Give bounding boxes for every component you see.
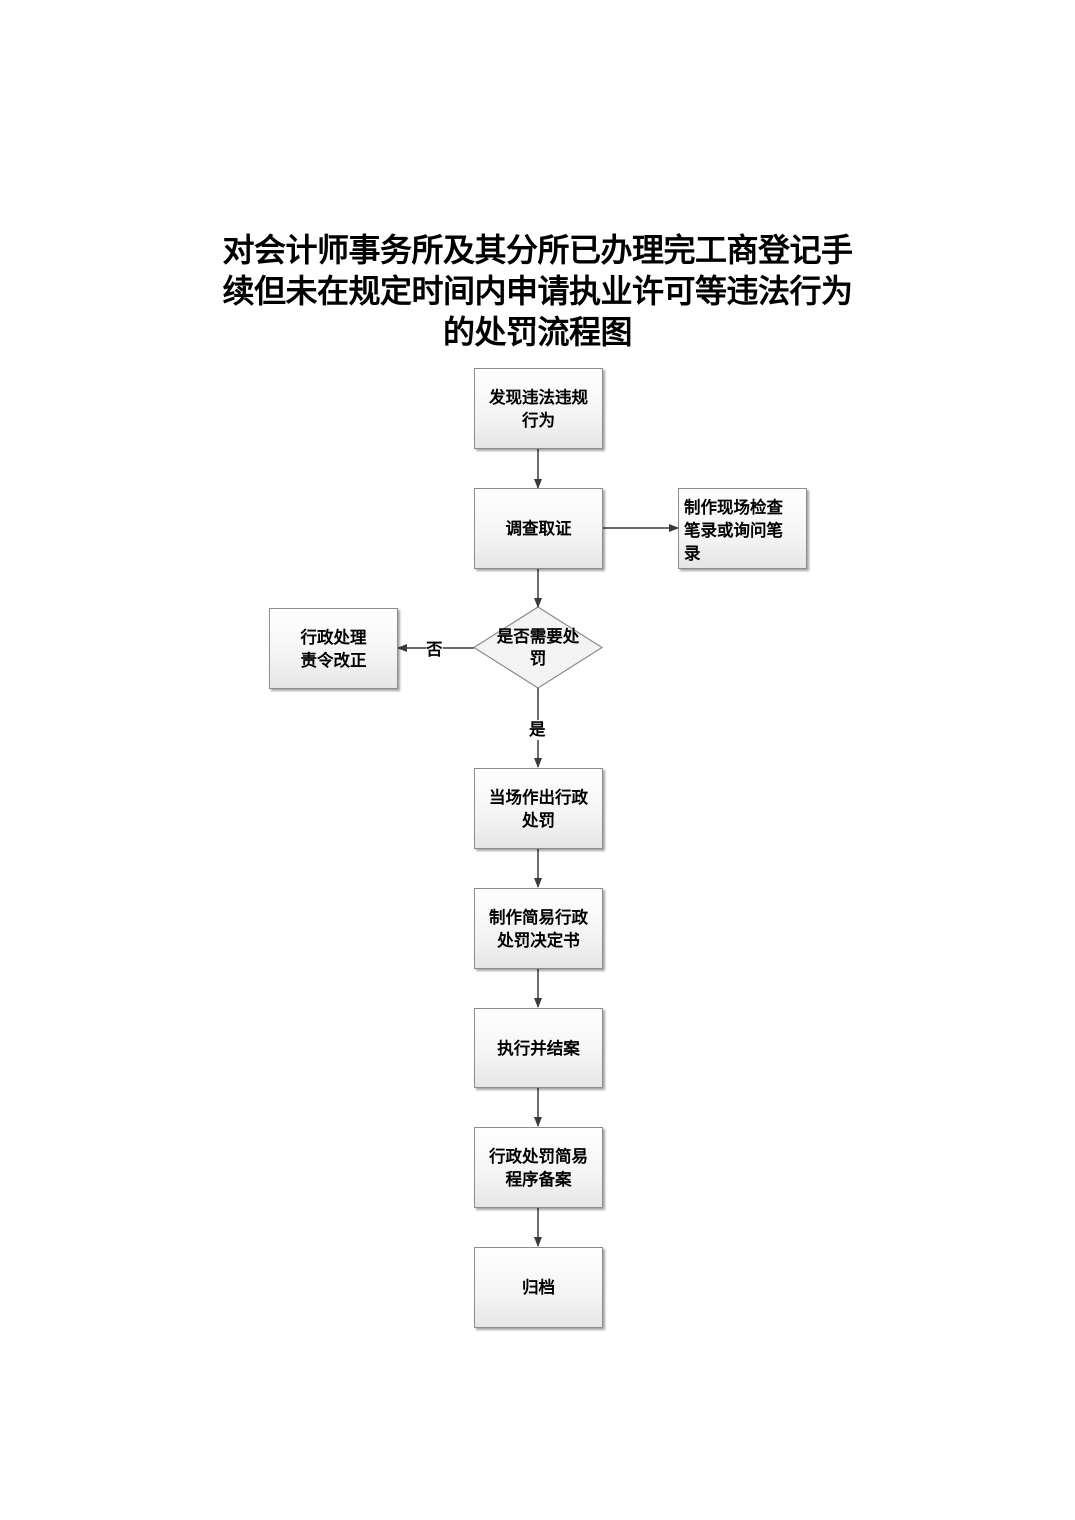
- node-discover-label: 发现违法违规行为: [489, 387, 588, 430]
- node-investigate: 调查取证: [474, 488, 603, 569]
- node-execute: 执行并结案: [474, 1008, 603, 1088]
- title-line-2: 续但未在规定时间内申请执业许可等违法行为: [222, 272, 853, 310]
- node-discover: 发现违法违规行为: [474, 368, 603, 449]
- node-archive: 归档: [474, 1247, 603, 1328]
- node-investigate-label: 调查取证: [505, 519, 572, 538]
- diagram-title: 对会计师事务所及其分所已办理完工商登记手 续但未在规定时间内申请执业许可等违法行…: [190, 230, 885, 353]
- node-make-decision: 制作简易行政处罚决定书: [474, 888, 603, 969]
- node-make-decision-label: 制作简易行政处罚决定书: [489, 907, 588, 950]
- node-filing: 行政处罚简易程序备案: [474, 1127, 603, 1208]
- node-filing-label: 行政处罚简易程序备案: [489, 1146, 588, 1189]
- node-record: 制作现场检查笔录或询问笔录: [678, 488, 807, 569]
- decision-label-box: 是否需要处罚: [474, 607, 602, 688]
- node-onsite-penalty-label: 当场作出行政处罚: [489, 787, 588, 830]
- node-archive-label: 归档: [522, 1278, 555, 1297]
- node-onsite-penalty: 当场作出行政处罚: [474, 768, 603, 849]
- node-admin-correct-label: 行政处理责令改正: [300, 627, 367, 670]
- decision-label: 是否需要处罚: [496, 626, 580, 668]
- node-record-label: 制作现场检查笔录或询问笔录: [684, 498, 783, 563]
- title-line-3: 的处罚流程图: [442, 313, 633, 351]
- node-admin-correct: 行政处理责令改正: [269, 608, 398, 689]
- node-execute-label: 执行并结案: [497, 1038, 580, 1058]
- title-line-1: 对会计师事务所及其分所已办理完工商登记手: [222, 231, 853, 269]
- edge-label-yes: 是: [529, 720, 546, 740]
- edge-label-no: 否: [426, 640, 443, 660]
